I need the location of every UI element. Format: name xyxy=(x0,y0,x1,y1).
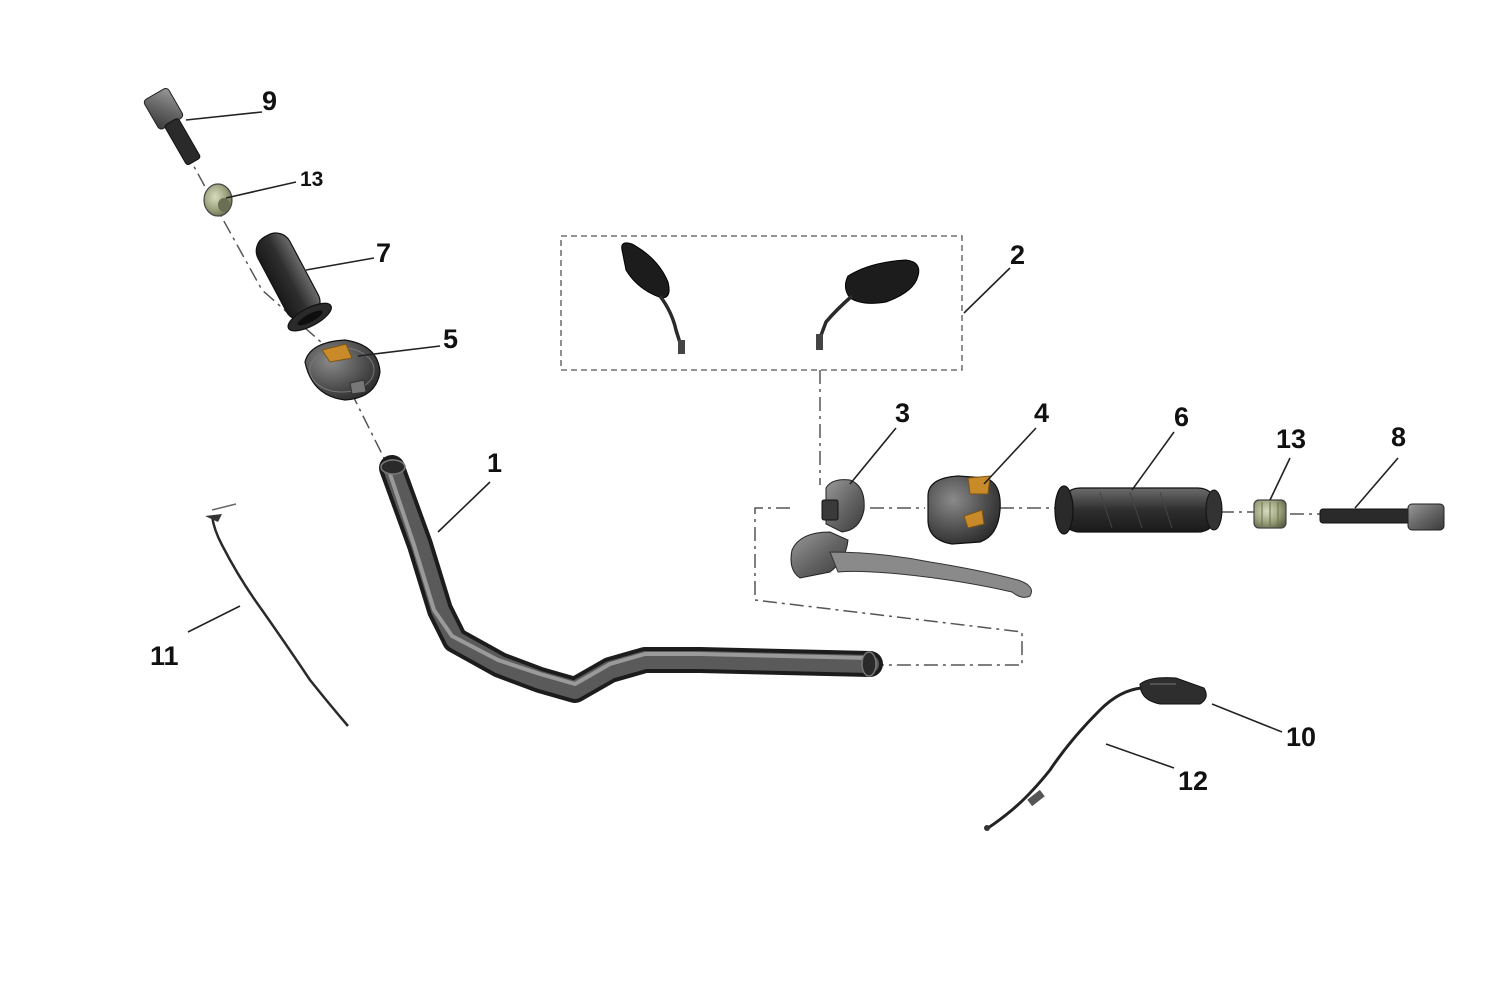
callout-13-right: 13 xyxy=(1276,424,1306,454)
callout-5: 5 xyxy=(443,324,458,354)
callout-10: 10 xyxy=(1286,722,1316,752)
right-grip-icon xyxy=(1054,485,1223,535)
left-mirror xyxy=(621,242,685,354)
right-switch-housing-icon xyxy=(927,475,1001,545)
callout-2: 2 xyxy=(1010,240,1025,270)
callout-8: 8 xyxy=(1391,422,1406,452)
handlebar-icon xyxy=(379,455,883,703)
lever-clamp-icon xyxy=(1139,677,1207,705)
callout-7: 7 xyxy=(376,238,391,268)
callout-13-left: 13 xyxy=(300,168,323,191)
bar-end-nut-icon xyxy=(203,183,233,217)
clamp-to-bar-line xyxy=(754,507,1023,666)
callout-6: 6 xyxy=(1174,402,1189,432)
callout-3: 3 xyxy=(895,398,910,428)
callout-9: 9 xyxy=(262,86,277,116)
mirror-set-box xyxy=(560,235,963,371)
right-mirror xyxy=(816,259,920,350)
left-bar-end-icon xyxy=(143,87,201,165)
callout-4: 4 xyxy=(1034,398,1049,428)
bar-end-nut-icon xyxy=(1253,499,1287,529)
leader-lines xyxy=(185,111,1399,769)
left-switch-housing-icon xyxy=(304,339,381,401)
callout-labels: 9 13 7 5 1 2 3 4 6 13 8 10 12 11 xyxy=(150,86,1406,796)
clutch-cable-icon xyxy=(984,686,1143,831)
callout-11: 11 xyxy=(150,641,179,671)
throttle-cable-icon xyxy=(205,503,349,727)
clutch-lever-icon xyxy=(790,479,1032,598)
right-axis-line xyxy=(870,507,1320,515)
callout-1: 1 xyxy=(487,448,502,478)
left-grip-icon xyxy=(255,232,332,332)
callout-12: 12 xyxy=(1178,766,1208,796)
assembly-centerlines xyxy=(184,149,1320,666)
mirror-set-icon xyxy=(621,242,920,354)
right-bar-end-icon xyxy=(1319,503,1445,531)
